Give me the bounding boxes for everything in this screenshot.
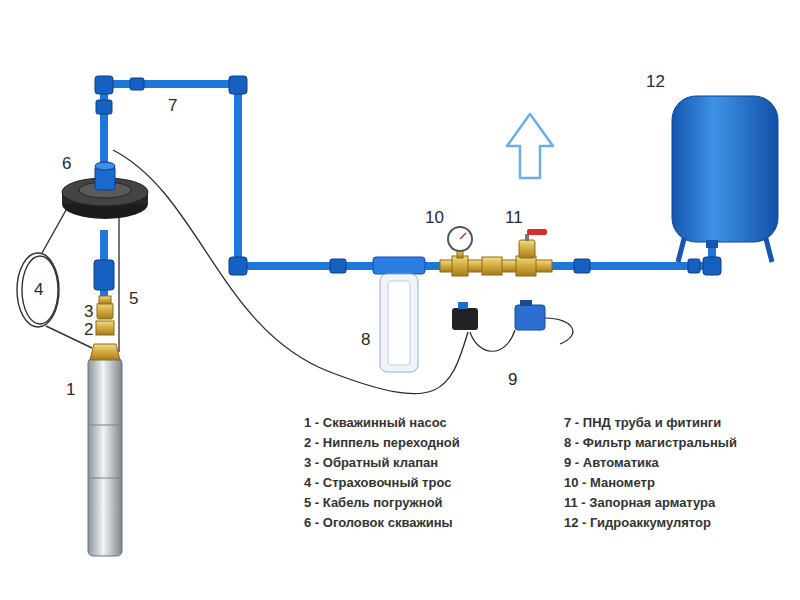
safety-rope xyxy=(17,203,92,348)
pipe-fittings-part xyxy=(574,259,590,273)
pump-assembly-part xyxy=(97,303,113,319)
pipe-line-part xyxy=(104,84,376,266)
pipe-fittings-part xyxy=(94,260,114,290)
pressure-tank-part xyxy=(672,96,778,242)
legend-key-item: 7 - ПНД труба и фитинги xyxy=(564,416,721,431)
pipe-line-part xyxy=(424,262,442,270)
legend-key-item: 10 - Манометр xyxy=(564,476,655,491)
legend-key-item: 2 - Ниппель переходной xyxy=(304,436,460,451)
legend-key-item: 3 - Обратный клапан xyxy=(304,456,438,471)
callout-number: 11 xyxy=(505,208,523,228)
safety-rope-part xyxy=(17,253,59,327)
automation-units xyxy=(452,300,573,351)
legend-key-item: 4 - Страховочный трос xyxy=(304,476,451,491)
callout-number: 4 xyxy=(34,280,43,300)
callout-number: 8 xyxy=(361,330,370,350)
shutoff-valve-part xyxy=(525,234,529,241)
legend-key-item: 8 - Фильтр магистральный xyxy=(564,436,737,451)
safety-rope-part xyxy=(42,203,70,253)
pipe-fittings-part xyxy=(95,76,113,94)
pipe-fittings-part xyxy=(703,257,721,275)
pipe-fittings-part xyxy=(229,257,247,275)
pressure-gauge-part xyxy=(448,227,472,251)
callout-number: 1 xyxy=(66,380,75,400)
callout-number: 2 xyxy=(84,320,93,340)
legend-key-item: 11 - Запорная арматура xyxy=(564,496,715,511)
main-filter-part xyxy=(388,281,410,365)
automation-units-part xyxy=(515,305,545,330)
flow-arrow xyxy=(507,114,553,178)
pump-assembly-part xyxy=(90,344,120,360)
pump-assembly-part xyxy=(96,321,114,335)
submersible-cable xyxy=(113,150,468,394)
main-filter xyxy=(373,257,425,372)
callout-number: 3 xyxy=(84,302,93,322)
callout-number: 10 xyxy=(425,208,444,228)
main-filter-part xyxy=(380,274,418,372)
legend-key-item: 5 - Кабель погружной xyxy=(304,496,443,511)
flow-arrow-part xyxy=(507,114,553,178)
pipe-fittings-part xyxy=(229,76,247,94)
pipe-fittings-part xyxy=(96,100,112,114)
well-head-part xyxy=(95,162,115,170)
pipe-fittings-part xyxy=(330,259,346,273)
safety-rope-part xyxy=(22,256,58,324)
well-head xyxy=(62,162,148,219)
pipe-fittings-part xyxy=(688,259,700,273)
pipe-fittings-part xyxy=(130,78,144,90)
automation-units-part xyxy=(470,330,515,351)
shutoff-valve xyxy=(519,229,547,258)
callout-number: 7 xyxy=(168,96,177,116)
brass-manifold-part xyxy=(516,256,536,276)
pump-assembly-part xyxy=(88,425,122,426)
pump-assembly-part xyxy=(88,478,122,479)
legend-key-item: 1 - Скважинный насос xyxy=(304,416,447,431)
pressure-gauge-part xyxy=(460,233,466,239)
pressure-gauge xyxy=(448,227,472,258)
callout-number: 9 xyxy=(508,370,517,390)
pressure-tank-part xyxy=(706,240,718,248)
pipe-fittings xyxy=(94,76,721,290)
brass-manifold-part xyxy=(482,257,502,275)
legend-key-item: 6 - Оголовок скважины xyxy=(304,516,453,531)
pump-assembly-part xyxy=(88,358,122,556)
callout-number: 5 xyxy=(129,289,138,309)
legend-key-item: 12 - Гидроаккумулятор xyxy=(564,516,711,531)
shutoff-valve-part xyxy=(527,229,547,235)
callout-number: 6 xyxy=(62,154,71,174)
pressure-tank xyxy=(672,96,778,262)
automation-units-part xyxy=(452,308,478,330)
automation-units-part xyxy=(458,302,468,309)
brass-manifold xyxy=(440,256,552,276)
automation-units-part xyxy=(545,318,573,344)
pump-assembly-part xyxy=(99,296,111,304)
brass-manifold-part xyxy=(452,256,468,276)
submersible-cable-part xyxy=(118,214,119,352)
submersible-cable-part xyxy=(113,150,468,394)
pipe-line xyxy=(104,84,712,300)
shutoff-valve-part xyxy=(519,240,535,258)
legend-key-item: 9 - Автоматика xyxy=(564,456,659,471)
automation-units-part xyxy=(520,300,532,306)
callout-number: 12 xyxy=(646,72,665,92)
main-filter-part xyxy=(373,257,425,274)
